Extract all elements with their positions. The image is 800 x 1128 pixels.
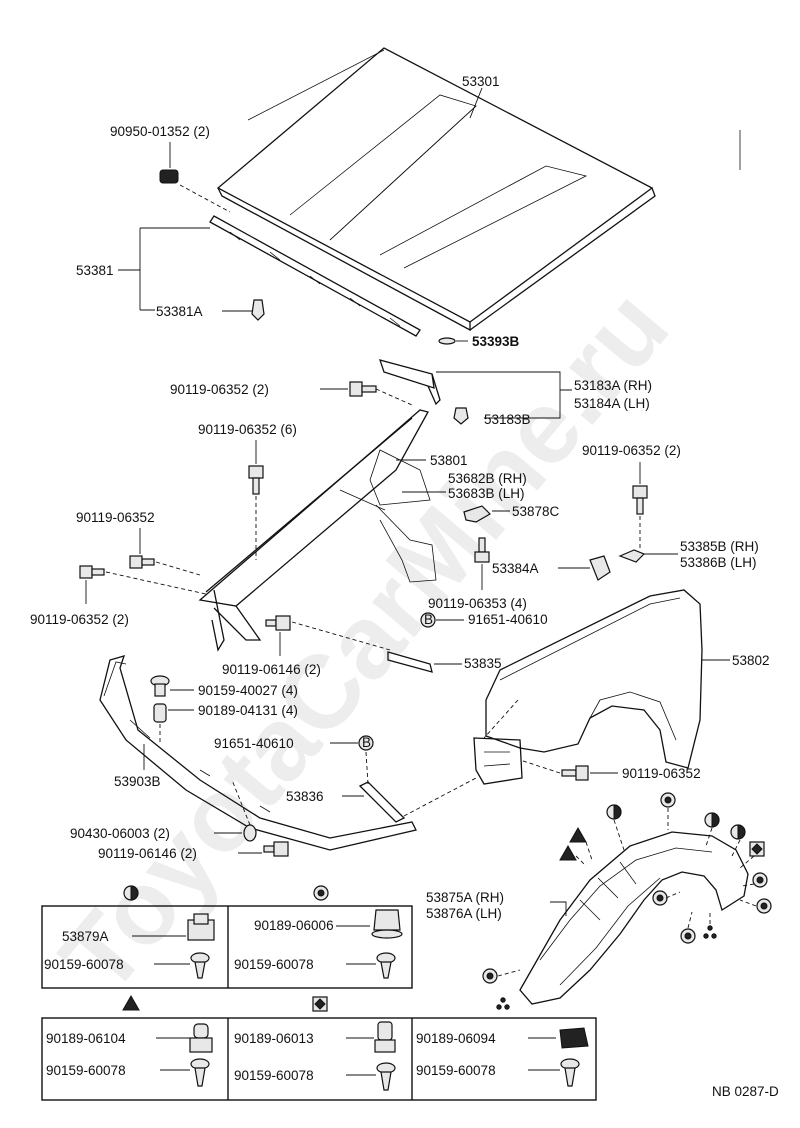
seal-clip-icon <box>251 299 265 321</box>
support-b-label: 53183B <box>484 412 531 427</box>
apron-ext-rh-label: 53682B (RH) <box>448 471 527 486</box>
legend-half-label-2: 90159-60078 <box>44 957 124 972</box>
clip-06003-icon <box>243 824 257 842</box>
legend-diamond-symbol <box>312 996 328 1012</box>
clip-04131-icon <box>153 703 167 723</box>
bolt-apron-6-label: 90119-06352 (6) <box>198 422 297 437</box>
hood-seal-part <box>209 215 421 337</box>
clip-04131-label: 90189-04131 (4) <box>198 703 298 718</box>
legend-dots-symbol <box>496 997 510 1010</box>
support-b-clip-icon <box>453 407 469 425</box>
bolt-06146-a-label: 90119-06146 (2) <box>222 662 321 677</box>
legend-tri-label-1: 90189-06104 <box>46 1031 126 1046</box>
fender-liner-part <box>519 831 749 1005</box>
hood-label: 53301 <box>462 74 500 89</box>
spoiler-part <box>99 655 417 851</box>
spoiler-label: 53903B <box>114 774 161 789</box>
bolt-fender-label: 90119-06352 <box>622 766 701 781</box>
bolt-icon-apron <box>248 465 264 495</box>
legend-rot-label-2: 90159-60078 <box>234 957 314 972</box>
screw-60078-icon-c <box>190 1058 210 1087</box>
bolt-single-a-label: 90119-06352 <box>76 510 155 525</box>
hood-leader <box>469 87 483 119</box>
nut-b-upper-label: 91651-40610 <box>468 612 548 627</box>
bolt-06146-b-label: 90119-06146 (2) <box>98 846 197 861</box>
bolt-pair-b-label: 90119-06352 (2) <box>30 612 129 627</box>
legend-tri-label-2: 90159-60078 <box>46 1063 126 1078</box>
legend-dia-label-2: 90159-60078 <box>234 1068 314 1083</box>
clip-06104-icon <box>189 1023 213 1053</box>
hood-retainer-label: 53393B <box>472 334 520 349</box>
liner-fastener-symbols <box>482 792 772 984</box>
liner-lh-label: 53876A (LH) <box>426 906 502 921</box>
hood-cushion-label: 90950-01352 (2) <box>110 124 210 139</box>
bolt-icon-left-a <box>129 555 155 569</box>
nut-b-upper-letter: B <box>424 612 433 627</box>
hood-seal-label: 53381 <box>76 263 114 278</box>
screw-60078-icon-d <box>376 1062 396 1091</box>
apron-part <box>198 409 437 652</box>
screw-60078-icon-e <box>560 1058 580 1087</box>
clip-06013-icon <box>374 1021 396 1053</box>
clip-53879a-icon <box>187 913 215 941</box>
bolt-06353-label: 90119-06353 (4) <box>428 596 527 611</box>
sheet-code: NB 0287-D <box>712 1084 779 1099</box>
hood-part <box>216 47 741 332</box>
legend-dots-label-2: 90159-60078 <box>416 1063 496 1078</box>
bolt-icon-06353 <box>474 537 490 563</box>
bracket-384-icon <box>589 555 611 581</box>
nut-b-upper-icon <box>420 612 436 628</box>
nut-b-lower-icon <box>358 735 374 751</box>
legend-dots-label-1: 90189-06094 <box>416 1031 496 1046</box>
legend-triangle-symbol <box>122 994 140 1011</box>
nut-b-lower-letter: B <box>362 735 371 750</box>
screw-60078-icon-a <box>190 952 210 979</box>
legend-rot-label-1: 90189-06006 <box>254 918 334 933</box>
fender-label: 53802 <box>732 653 770 668</box>
bracket-385-icon <box>618 549 646 563</box>
screw-60078-icon-b <box>376 952 396 979</box>
bracket-384-label: 53384A <box>492 561 539 576</box>
clip-40027-icon <box>150 675 170 697</box>
retainer-icon <box>438 337 456 345</box>
bolt-icon-upper <box>349 381 377 397</box>
liner-rh-label: 53875A (RH) <box>426 890 504 905</box>
stay-836-part <box>358 781 406 823</box>
bracket-385-label: 53385B (RH) <box>680 539 759 554</box>
bolt-icon-bracket <box>632 485 648 515</box>
legend-half-circle <box>123 885 139 901</box>
stay-835-label: 53835 <box>464 656 502 671</box>
bolt-bracket-2-label: 90119-06352 (2) <box>582 443 681 458</box>
bolt-icon-06146-a <box>265 615 291 631</box>
hood-cushion-icon <box>159 169 179 184</box>
apron-ext-lh-label: 53683B (LH) <box>448 486 525 501</box>
clip-06003-label: 90430-06003 (2) <box>70 826 170 841</box>
legend-half-label-1: 53879A <box>62 929 109 944</box>
apron-label: 53801 <box>430 453 468 468</box>
legend-box-row1 <box>41 905 413 989</box>
legend-box-row2 <box>41 1017 597 1101</box>
hood-seal-a-label: 53381A <box>156 304 203 319</box>
support-lh-label: 53184A (LH) <box>574 396 650 411</box>
apron-plate-label: 53878C <box>512 504 560 519</box>
bracket-386-label: 53386B (LH) <box>680 555 757 570</box>
apron-plate-icon <box>463 505 491 523</box>
clip-40027-label: 90159-40027 (4) <box>198 683 298 698</box>
bolt-icon-left-b <box>79 565 105 579</box>
clip-06094-icon <box>559 1027 589 1049</box>
legend-dia-label-1: 90189-06013 <box>234 1031 314 1046</box>
bolt-icon-fender <box>561 765 589 781</box>
bolt-hood-lock-label: 90119-06352 (2) <box>170 382 269 397</box>
stay-836-label: 53836 <box>286 789 324 804</box>
support-rh-label: 53183A (RH) <box>574 378 652 393</box>
hood-lock-support-part <box>379 359 441 406</box>
fender-part <box>473 589 703 785</box>
legend-rotation-symbol <box>313 885 329 901</box>
clip-06006-icon <box>371 909 403 939</box>
stay-835-part <box>387 651 433 673</box>
nut-b-lower-label: 91651-40610 <box>214 736 294 751</box>
bolt-icon-06146-b <box>263 841 289 857</box>
